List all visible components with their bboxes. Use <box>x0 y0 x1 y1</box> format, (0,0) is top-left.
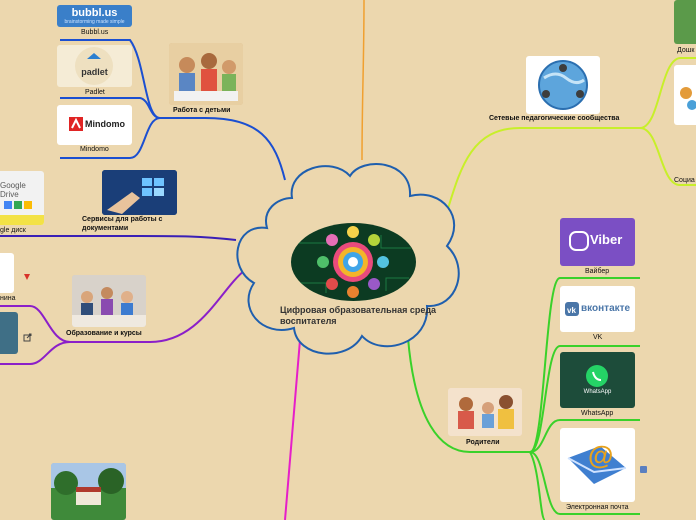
bubbl-logo[interactable]: bubbl.us brainstorming made simple <box>57 5 132 27</box>
parents-label[interactable]: Родители <box>466 439 500 446</box>
education-video-thumb[interactable] <box>0 312 18 354</box>
mindomo-logo[interactable]: Mindomo <box>57 105 132 145</box>
email-icon: @ <box>567 440 627 484</box>
viber-icon <box>569 231 589 251</box>
network-photo <box>526 56 600 114</box>
services-photo <box>102 170 177 215</box>
social-label[interactable]: Социа <box>674 177 695 184</box>
padlet-label[interactable]: Padlet <box>85 89 105 96</box>
whatsapp-icon <box>586 365 608 387</box>
whatsapp-label[interactable]: WhatsApp <box>581 410 614 417</box>
padlet-logo[interactable]: padlet <box>57 45 132 87</box>
network-label[interactable]: Сетевые педагогические сообщества <box>489 115 620 122</box>
svg-text:vk: vk <box>567 306 576 315</box>
vk-label[interactable]: VK <box>593 334 603 341</box>
kindergarten-photo <box>51 463 126 520</box>
viber-label[interactable]: Вайбер <box>585 268 610 275</box>
preschool-label[interactable]: Дошк <box>677 47 695 54</box>
email-logo[interactable]: @ <box>560 428 635 502</box>
google-drive-label[interactable]: gle диск <box>0 227 26 234</box>
education-photo <box>72 275 146 327</box>
services-docs-label[interactable]: Сервисы для работы с документами <box>82 216 163 232</box>
education-sub-thumb[interactable] <box>0 253 14 293</box>
whatsapp-logo[interactable]: WhatsApp <box>560 352 635 408</box>
central-image <box>291 223 416 301</box>
google-drive-logo[interactable]: Google Drive <box>0 171 44 225</box>
email-label[interactable]: Электронная почта <box>566 504 629 511</box>
work-with-children-label[interactable]: Работа с детьми <box>173 107 231 114</box>
mindomo-label[interactable]: Mindomo <box>80 146 109 153</box>
central-topic-title[interactable]: Цифровая образовательная среда воспитате… <box>280 305 437 326</box>
parents-photo <box>448 388 522 436</box>
preschool-thumb[interactable] <box>674 0 696 44</box>
children-photo <box>169 43 243 105</box>
education-sub-label[interactable]: нина <box>0 295 16 302</box>
svg-text:@: @ <box>588 440 613 470</box>
bookmark-icon[interactable] <box>22 272 32 282</box>
link-icon[interactable] <box>640 466 648 474</box>
education-label[interactable]: Образование и курсы <box>66 330 142 337</box>
viber-logo[interactable]: Viber <box>560 218 635 266</box>
social-thumb[interactable] <box>674 65 696 125</box>
bubbl-label[interactable]: Bubbl.us <box>81 29 109 36</box>
external-link-icon[interactable] <box>23 333 32 342</box>
vk-icon: vk <box>565 302 579 316</box>
vk-logo[interactable]: vk вконтакте <box>560 286 635 332</box>
